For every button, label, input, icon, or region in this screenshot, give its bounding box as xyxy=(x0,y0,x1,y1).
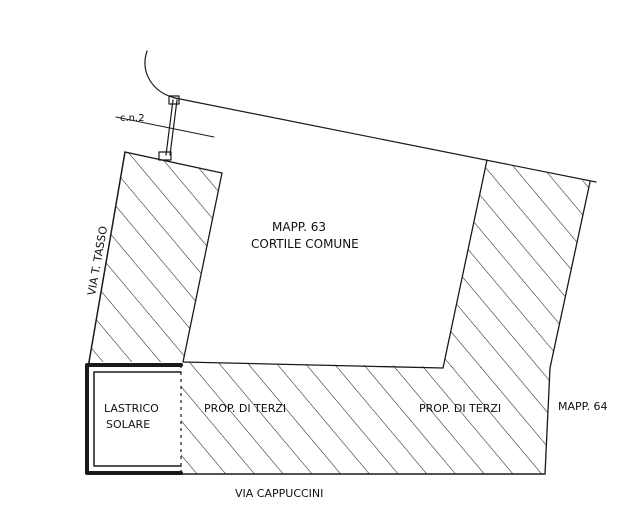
hatch-prop-di-terzi xyxy=(180,362,550,474)
label-mapp-63: MAPP. 63 xyxy=(272,220,326,234)
label-cortile-comune: CORTILE COMUNE xyxy=(251,237,359,251)
label-solare: SOLARE xyxy=(106,418,150,431)
label-via-cappuccini: VIA CAPPUCCINI xyxy=(235,487,323,500)
label-prop-terzi-right: PROP. DI TERZI xyxy=(419,402,501,415)
hatch-right-wing xyxy=(443,160,590,368)
lastrico-solare-box xyxy=(85,363,183,475)
gate-cn2 xyxy=(115,95,215,161)
label-cn2: c.n.2 xyxy=(120,113,145,124)
label-mapp-64: MAPP. 64 xyxy=(558,400,608,413)
hatch-left-wing xyxy=(89,152,222,362)
label-prop-terzi-left: PROP. DI TERZI xyxy=(204,402,286,415)
label-lastrico: LASTRICO xyxy=(104,402,159,415)
